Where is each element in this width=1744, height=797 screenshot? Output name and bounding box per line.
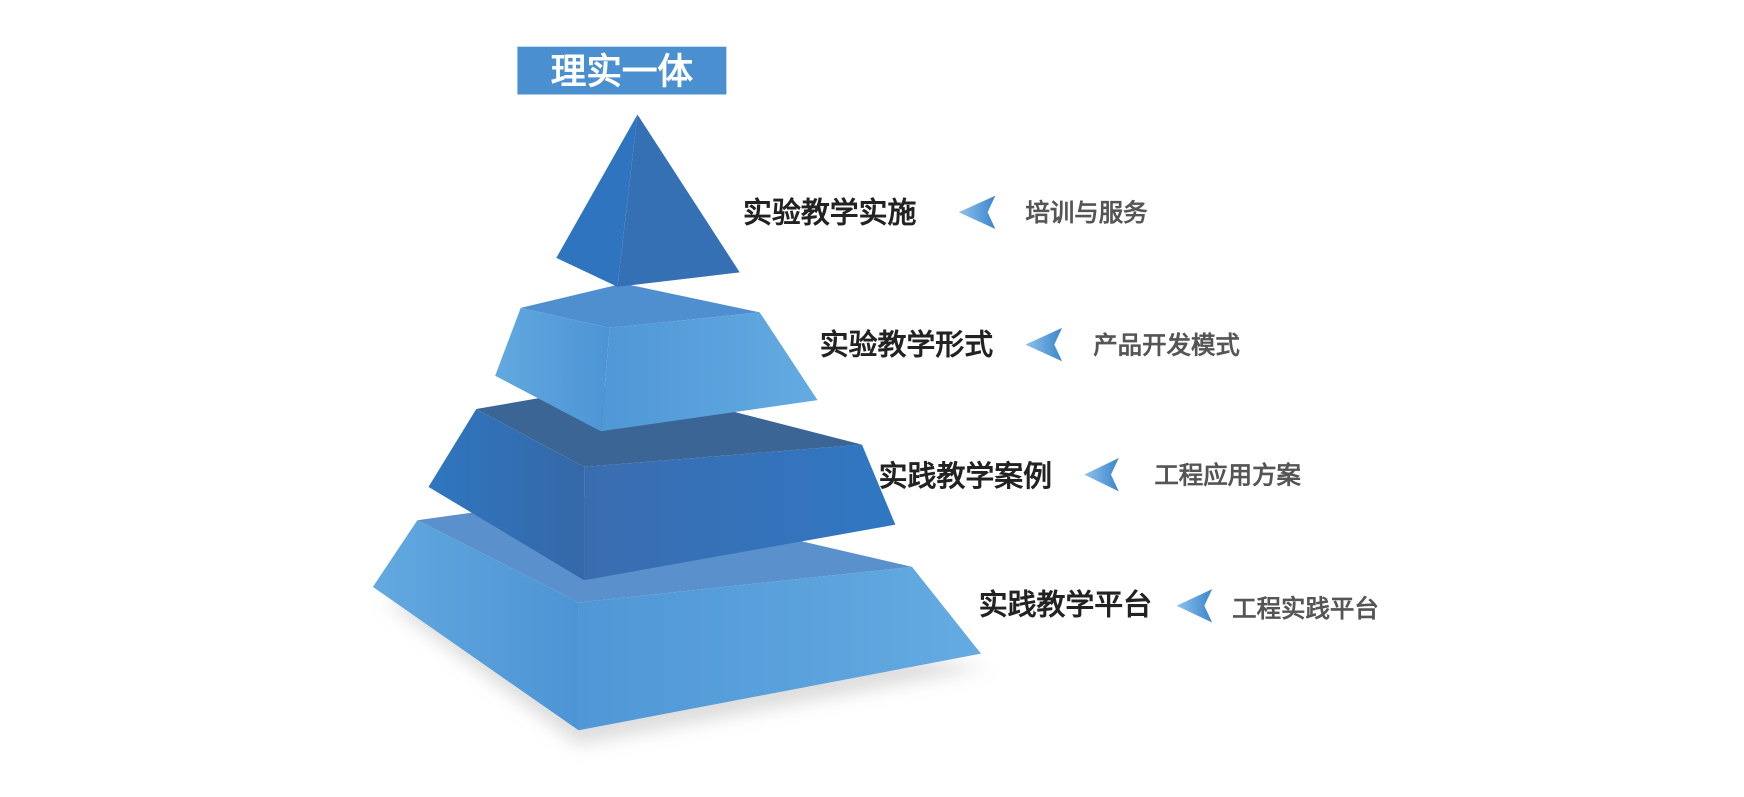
pyramid-tier-2 xyxy=(495,283,818,432)
level-detail: 工程实践平台 xyxy=(1232,594,1379,623)
level-label: 实践教学平台 xyxy=(979,588,1152,622)
arrow-left-icon xyxy=(1025,327,1063,362)
title-box xyxy=(517,46,727,95)
level-label: 实验教学实施 xyxy=(743,195,916,229)
title-text: 理实一体 xyxy=(551,51,694,92)
arrow-left-icon xyxy=(1176,589,1213,623)
pyramid-tier-1 xyxy=(556,114,740,287)
level-row-2: 实验教学形式 产品开发模式 xyxy=(820,328,1241,362)
pyramid-tier-3 xyxy=(428,383,896,581)
level-label: 实验教学形式 xyxy=(820,328,993,362)
level-row-4: 实践教学平台 工程实践平台 xyxy=(979,588,1379,623)
level-detail: 产品开发模式 xyxy=(1093,330,1240,359)
level-row-3: 实践教学案例 工程应用方案 xyxy=(879,457,1302,493)
level-detail: 培训与服务 xyxy=(1025,198,1148,227)
arrow-left-icon xyxy=(1084,457,1119,492)
level-detail: 工程应用方案 xyxy=(1154,461,1301,490)
arrow-left-icon xyxy=(958,195,996,229)
level-row-1: 实验教学实施 培训与服务 xyxy=(743,195,1148,229)
level-label: 实践教学案例 xyxy=(879,459,1052,493)
